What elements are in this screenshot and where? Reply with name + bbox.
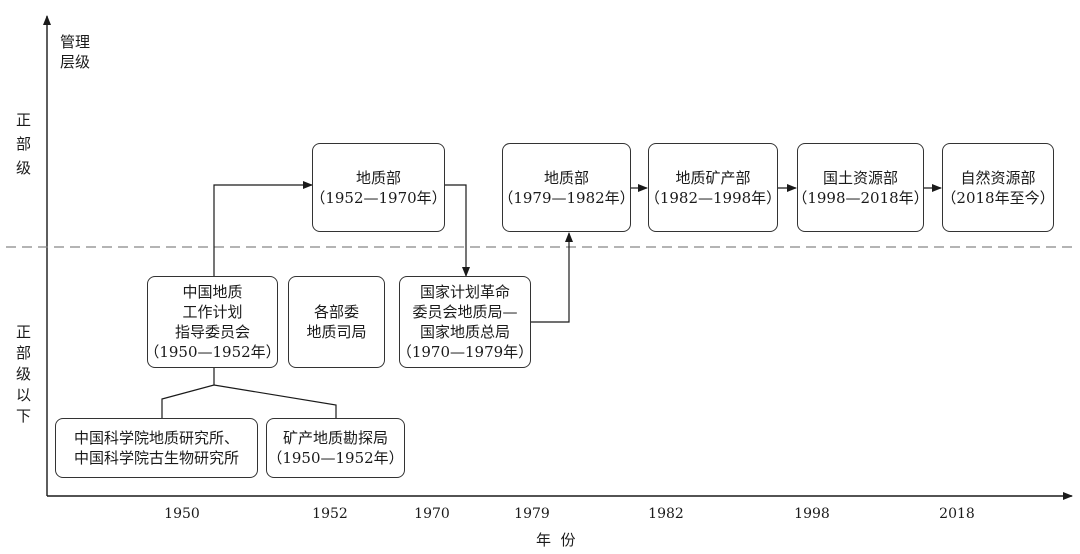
node-line: （1979—1982年）	[498, 188, 635, 207]
node-ziranziyuanbu: 自然资源部 （2018年至今）	[941, 143, 1055, 232]
node-line: 地质司局	[306, 323, 367, 341]
y-axis-title-line: 层级	[60, 53, 91, 71]
node-line: 地质矿产部	[675, 168, 751, 187]
y-axis-title-line: 管理	[60, 33, 91, 51]
level-label-sub-ministerial: 正 部 级 以 下	[16, 322, 31, 427]
connector-dizhibu-1952-to-guojia	[445, 184, 470, 277]
node-line: （1952—1970年）	[310, 188, 447, 207]
level-char: 正	[16, 111, 32, 129]
node-kuangchan-kantan: 矿产地质勘探局 （1950—1952年）	[266, 418, 405, 478]
level-char: 部	[16, 135, 32, 153]
node-line: 中国科学院古生物研究所	[73, 449, 239, 467]
node-line: 地质部	[355, 168, 401, 187]
node-dizhibu-1952: 地质部 （1952—1970年）	[310, 143, 447, 232]
node-line: 矿产地质勘探局	[282, 429, 388, 447]
connector-committee-tree	[161, 368, 337, 418]
level-char: 正	[16, 323, 32, 341]
level-char: 部	[16, 344, 32, 362]
x-tick-label: 1979	[514, 506, 550, 522]
x-tick-label: 1952	[312, 506, 348, 522]
x-tick-label: 2018	[939, 506, 975, 522]
node-line: 国家地质总局	[419, 323, 510, 341]
level-char: 下	[16, 407, 32, 425]
y-axis-title: 管理 层级	[60, 32, 90, 72]
node-line: 中国科学院地质研究所、	[73, 429, 239, 447]
x-tick-label: 1982	[648, 506, 684, 522]
connector-committee-to-dizhibu-1952	[213, 181, 313, 276]
level-label-ministerial: 正 部 级	[16, 108, 31, 180]
x-tick-label: 1998	[794, 506, 830, 522]
node-dizhibu-1979: 地质部 （1979—1982年）	[498, 143, 635, 232]
node-line: （1998—2018年）	[792, 188, 929, 207]
node-line: （1950—1952年）	[267, 449, 404, 467]
node-line: （1982—1998年）	[644, 188, 782, 207]
node-guotuziyuanbu: 国土资源部 （1998—2018年）	[792, 143, 929, 232]
node-line: 各部委	[313, 303, 359, 321]
node-line: （2018年至今）	[941, 188, 1055, 207]
node-line: 指导委员会	[174, 323, 250, 341]
node-guojia-jihua: 国家计划革命 委员会地质局— 国家地质总局 （1970—1979年）	[396, 276, 534, 368]
node-line: 国土资源部	[822, 168, 898, 187]
x-axis-title: 年 份	[536, 531, 576, 549]
node-line: （1950—1952年）	[144, 343, 281, 361]
connector-guojia-to-dizhibu-1979	[531, 232, 573, 323]
x-tick-label: 1950	[164, 506, 200, 522]
node-zhongguo-dizhi-jihua: 中国地质 工作计划 指导委员会 （1950—1952年）	[144, 276, 281, 368]
level-char: 级	[16, 365, 32, 383]
node-line: 国家计划革命	[419, 283, 510, 301]
node-line: 中国地质	[182, 283, 243, 301]
node-kexueyuan: 中国科学院地质研究所、 中国科学院古生物研究所	[55, 418, 258, 478]
node-line: 地质部	[543, 168, 589, 187]
node-dizhikuangchanbu: 地质矿产部 （1982—1998年）	[644, 143, 782, 232]
x-tick-label: 1970	[414, 506, 450, 522]
node-line: （1970—1979年）	[396, 343, 534, 361]
node-line: 自然资源部	[960, 168, 1036, 187]
node-line: 委员会地质局—	[412, 303, 518, 321]
level-char: 级	[16, 159, 32, 177]
level-char: 以	[16, 386, 32, 404]
node-line: 工作计划	[182, 303, 243, 321]
node-gebuwei: 各部委 地质司局	[288, 276, 385, 368]
